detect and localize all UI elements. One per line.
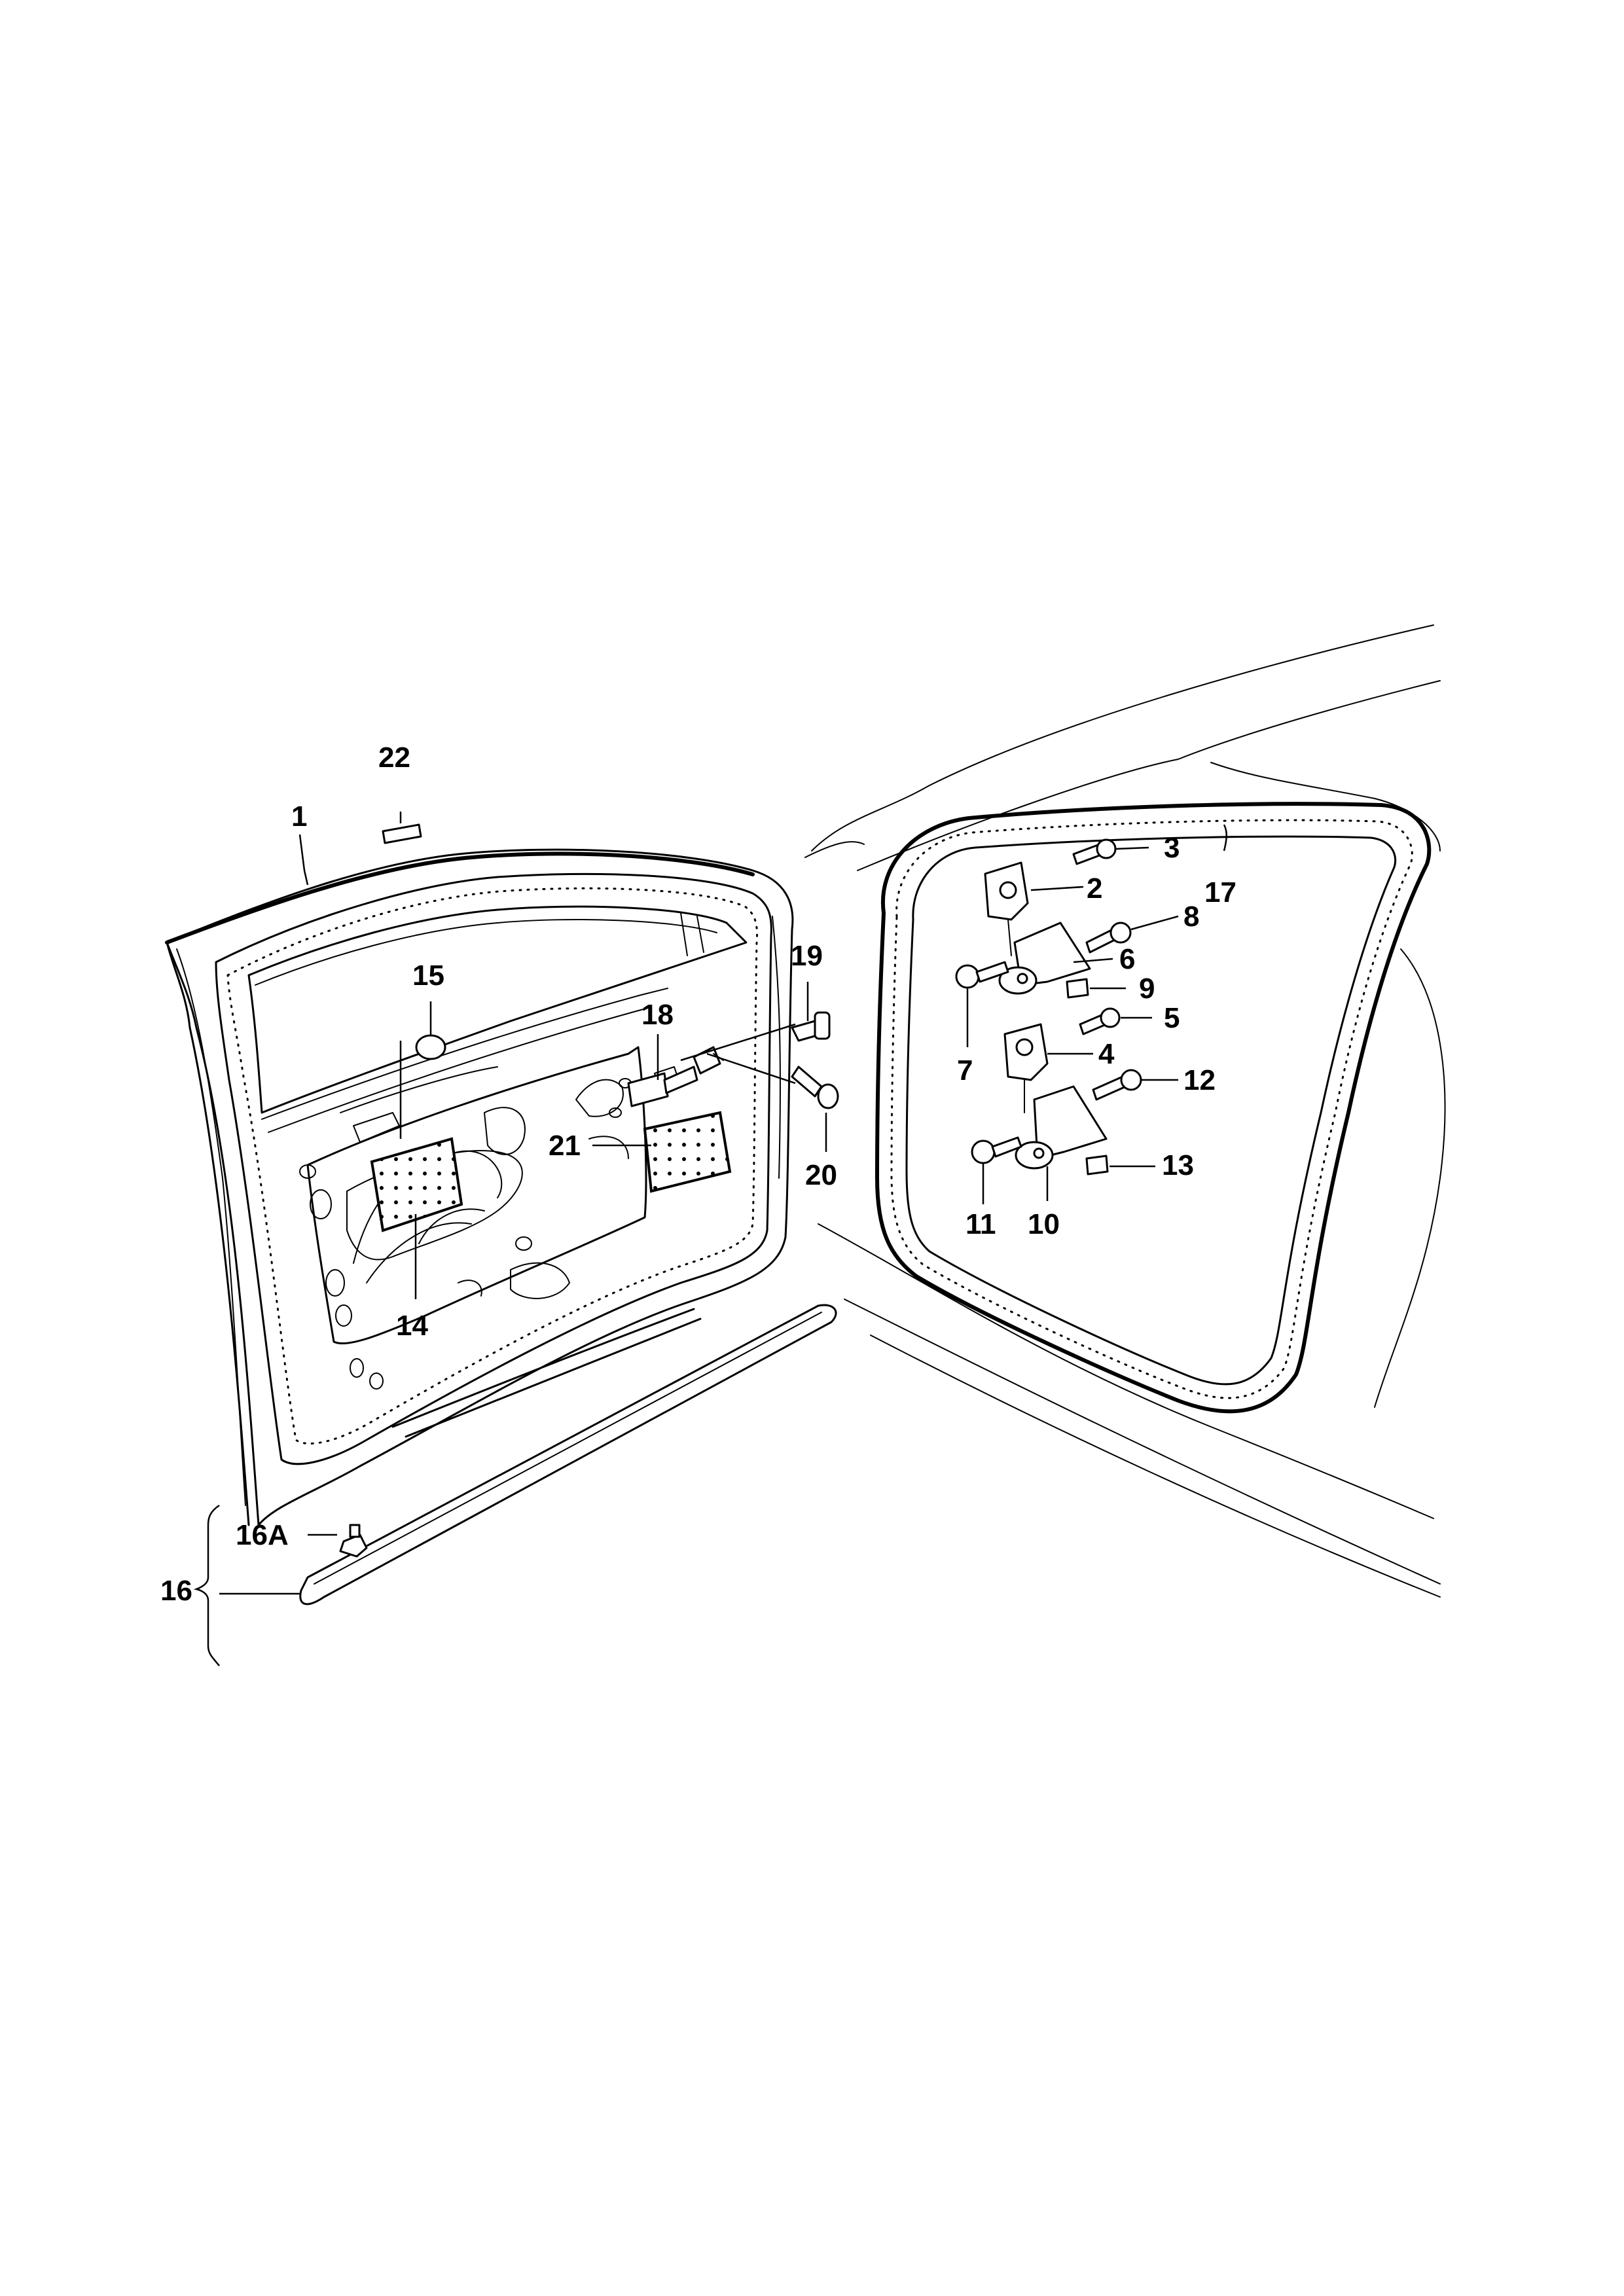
label-10: 10: [1028, 1208, 1060, 1240]
label-22: 22: [378, 742, 410, 774]
label-5: 5: [1164, 1002, 1180, 1034]
label-2: 2: [1087, 872, 1102, 905]
part-20-bolt: [791, 1066, 839, 1109]
label-6: 6: [1119, 943, 1135, 975]
label-8: 8: [1183, 901, 1199, 933]
part-13-bushing: [1085, 1155, 1109, 1175]
label-7: 7: [957, 1054, 973, 1086]
part-15-plug: [415, 1034, 446, 1060]
part-22-label-plate: [382, 823, 422, 844]
front-door: [165, 848, 794, 1526]
callout-labels: 1 22 15 14 18 21 19 20 16A 16 3 17 2 8 6…: [160, 742, 1236, 1607]
part-16a-clip: [339, 1524, 368, 1558]
part-19-bolt: [791, 1011, 831, 1042]
label-21: 21: [549, 1130, 581, 1162]
part-3-bolt: [1072, 838, 1117, 865]
label-14: 14: [396, 1310, 428, 1342]
car-body: [804, 624, 1446, 1598]
part-6-upper-hinge-door: [998, 922, 1091, 995]
part-5-bolt: [1079, 1007, 1121, 1035]
part-2-upper-hinge: [984, 861, 1029, 956]
part-7-bolt: [955, 961, 1009, 989]
part-18-check-strap: [627, 1046, 724, 1107]
label-15: 15: [412, 960, 444, 992]
label-16a: 16A: [236, 1519, 289, 1551]
label-13: 13: [1162, 1149, 1194, 1181]
part-16-sill-molding: [299, 1304, 837, 1605]
label-4: 4: [1098, 1038, 1115, 1070]
part-4-lower-hinge: [1003, 1023, 1049, 1113]
part-8-bolt: [1085, 922, 1132, 954]
label-9: 9: [1139, 973, 1155, 1005]
label-20: 20: [805, 1159, 837, 1191]
part-9-bushing: [1066, 978, 1089, 999]
part-11-bolt: [971, 1136, 1022, 1164]
part-10-lower-hinge-door: [1015, 1085, 1108, 1170]
label-3: 3: [1164, 832, 1180, 864]
label-11: 11: [965, 1208, 996, 1240]
label-16: 16: [160, 1575, 192, 1607]
leader-lines: [193, 812, 1227, 1666]
part-21-pad: [643, 1111, 732, 1193]
part-14-pad: [370, 1137, 463, 1232]
label-1: 1: [291, 800, 307, 833]
label-17: 17: [1204, 876, 1236, 908]
label-18: 18: [641, 999, 674, 1031]
label-12: 12: [1183, 1064, 1216, 1096]
part-12-bolt: [1092, 1069, 1142, 1101]
label-19: 19: [791, 940, 823, 972]
